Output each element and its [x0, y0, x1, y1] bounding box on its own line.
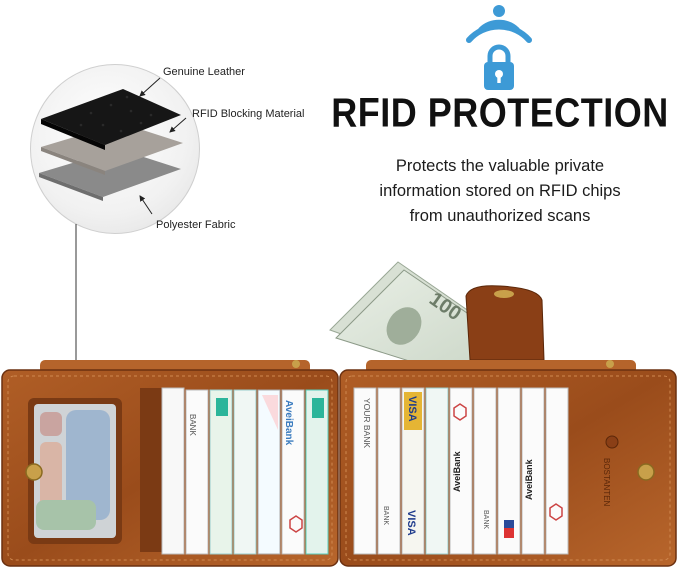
snap-tab	[465, 285, 545, 361]
aveibank-a-label: AveiBank	[452, 450, 462, 492]
your-bank-label: YOUR BANK	[362, 398, 372, 448]
polyester-layer	[39, 149, 181, 197]
bank-b-label: BANK	[482, 510, 489, 529]
material-layers-diagram	[30, 64, 200, 234]
rfid-lock-icon	[466, 5, 532, 90]
rfid-blocking-layer	[41, 123, 183, 171]
right-snap-button	[637, 463, 655, 481]
id-window	[28, 398, 122, 544]
brand-emboss: BOSTANTEN	[602, 458, 611, 507]
polyester-arrow	[139, 195, 153, 215]
wallet-illustration: 100 BANK AveiBank	[1, 261, 677, 567]
aveibank-b-label: AveiBank	[524, 458, 534, 500]
rfid-arrow	[169, 117, 187, 133]
polyester-label: Polyester Fabric	[156, 219, 236, 231]
left-bank-label: BANK	[188, 414, 197, 436]
genuine-leather-label: Genuine Leather	[163, 66, 245, 78]
rfid-blocking-label: RFID Blocking Material	[192, 108, 305, 120]
visa-top-label: VISA	[406, 396, 418, 422]
left-snap-button	[25, 463, 43, 481]
description-line-1: Protects the valuable private	[395, 157, 605, 175]
leather-layer	[41, 89, 181, 145]
bank-a-label: BANK	[382, 506, 389, 525]
left-aveibank-label: AveiBank	[283, 400, 294, 446]
layers-illustration	[39, 89, 183, 201]
description-line-2: information stored on RFID chips	[379, 182, 621, 200]
right-card-slots: YOUR BANK VISA VISA BANK AveiBank BANK A…	[353, 387, 569, 555]
description-line-3: from unauthorized scans	[409, 207, 591, 225]
leather-arrow	[139, 77, 161, 97]
left-card-slots: BANK AveiBank	[140, 387, 329, 555]
headline: RFID PROTECTION	[331, 89, 669, 136]
visa-bottom-label: VISA	[405, 510, 417, 536]
